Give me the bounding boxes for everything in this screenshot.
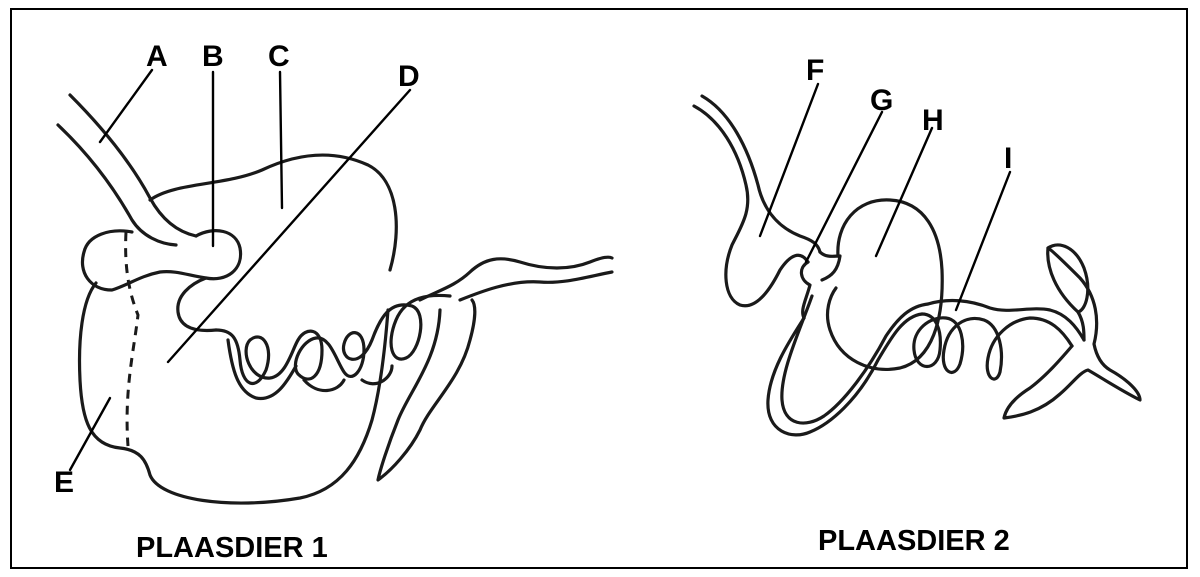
pointer-g <box>806 112 882 262</box>
label-d: D <box>398 60 420 93</box>
caption-plaasdier-1: PLAASDIER 1 <box>136 532 328 564</box>
caption-plaasdier-2: PLAASDIER 2 <box>818 525 1010 557</box>
label-b: B <box>202 40 224 73</box>
organ-h-body <box>828 200 943 369</box>
pointer-e <box>70 398 110 470</box>
coiled-duct-1 <box>216 295 450 383</box>
pointer-d <box>168 90 410 362</box>
label-h: H <box>922 104 944 137</box>
pointer-a <box>100 70 152 142</box>
farm-animal-2-diagram <box>694 96 1140 435</box>
farm-animal-1-diagram <box>58 95 612 503</box>
head-piece <box>82 231 240 290</box>
coiled-duct-2 <box>914 314 1072 379</box>
label-i: I <box>1004 142 1012 175</box>
label-c: C <box>268 40 290 73</box>
label-a: A <box>146 40 168 73</box>
tube-f-inner <box>702 96 820 252</box>
right-duct-1-lower <box>460 272 612 300</box>
right-branch-2 <box>1004 248 1140 418</box>
tube-f-outer <box>694 106 808 306</box>
pointer-i <box>956 172 1010 310</box>
label-e: E <box>54 466 74 499</box>
organ-c-inner <box>178 278 216 330</box>
organ-c-body <box>150 155 396 270</box>
dashed-boundary <box>126 232 138 446</box>
organ-e-body <box>80 283 388 503</box>
label-f: F <box>806 54 824 87</box>
tube-a-lower <box>58 125 176 245</box>
pointer-c <box>280 72 282 208</box>
pointer-h <box>876 128 932 256</box>
loop-tube-outer <box>768 314 922 435</box>
tube-a-upper <box>70 95 196 236</box>
label-g: G <box>870 84 893 117</box>
pointer-f <box>760 84 818 236</box>
